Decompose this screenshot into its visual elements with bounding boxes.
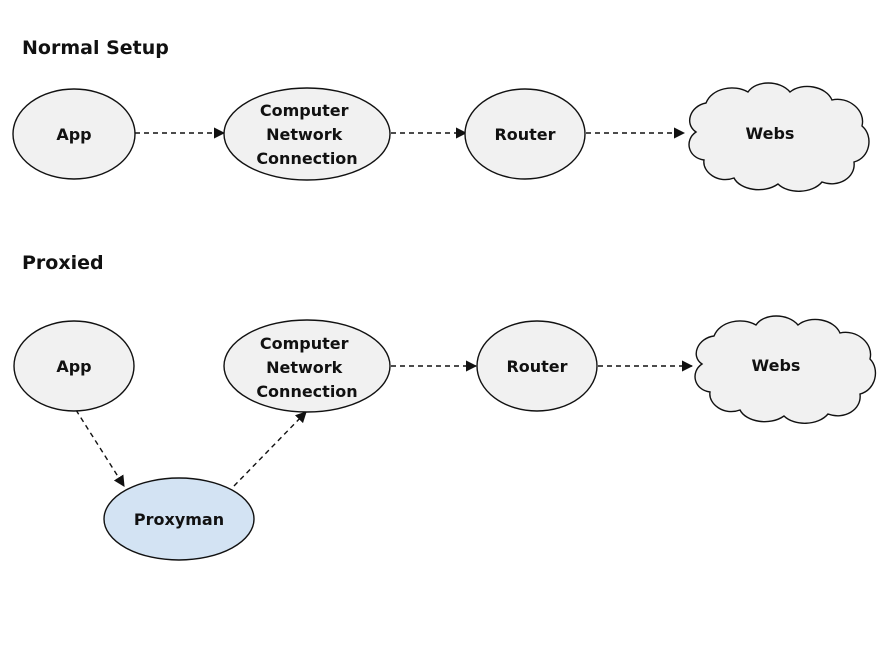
section-title-proxied: Proxied (22, 252, 104, 274)
node-normal-computer-label: Computer Network Connection (256, 101, 357, 168)
proxied-group: App Computer Network Connection Router W… (13, 315, 877, 561)
node-proxied-webs: Webs (694, 315, 877, 424)
node-normal-app: App (12, 88, 136, 180)
edge-proxied-proxyman-to-computer (233, 411, 307, 487)
node-proxied-router: Router (476, 320, 598, 412)
normal-setup-group: App Computer Network Connection Router W… (12, 82, 870, 192)
node-normal-router: Router (464, 88, 586, 180)
node-proxied-proxyman: Proxyman (103, 477, 255, 561)
node-normal-webs-label: Webs (746, 124, 795, 143)
node-normal-router-label: Router (494, 125, 555, 144)
node-proxied-computer-network-connection: Computer Network Connection (223, 319, 391, 413)
node-proxied-computer-label: Computer Network Connection (256, 334, 357, 401)
node-proxied-router-shape (476, 320, 598, 412)
node-proxied-app: App (13, 320, 135, 412)
node-normal-app-shape (12, 88, 136, 180)
node-normal-computer-network-connection: Computer Network Connection (223, 87, 391, 181)
node-proxied-app-shape (13, 320, 135, 412)
node-proxied-proxyman-shape (103, 477, 255, 561)
node-proxied-computer-shape (223, 319, 391, 413)
node-normal-app-label: App (56, 125, 91, 144)
node-normal-computer-shape (223, 87, 391, 181)
node-normal-webs: Webs (688, 82, 870, 192)
node-proxied-computer-label-line-1: Computer (260, 334, 349, 353)
node-proxied-webs-label: Webs (752, 356, 801, 375)
node-normal-computer-label-line-1: Computer (260, 101, 349, 120)
node-proxied-proxyman-label: Proxyman (134, 510, 224, 529)
node-proxied-router-label: Router (506, 357, 567, 376)
node-normal-computer-label-line-2: Network (266, 125, 343, 144)
edge-proxied-app-to-proxyman (75, 409, 125, 487)
node-normal-router-shape (464, 88, 586, 180)
node-proxied-webs-cloud-icon (694, 315, 877, 424)
section-title-normal-setup: Normal Setup (22, 37, 169, 59)
node-proxied-computer-label-line-3: Connection (256, 382, 357, 401)
node-normal-computer-label-line-3: Connection (256, 149, 357, 168)
node-normal-webs-cloud-icon (688, 82, 870, 192)
node-proxied-computer-label-line-2: Network (266, 358, 343, 377)
node-proxied-app-label: App (56, 357, 91, 376)
